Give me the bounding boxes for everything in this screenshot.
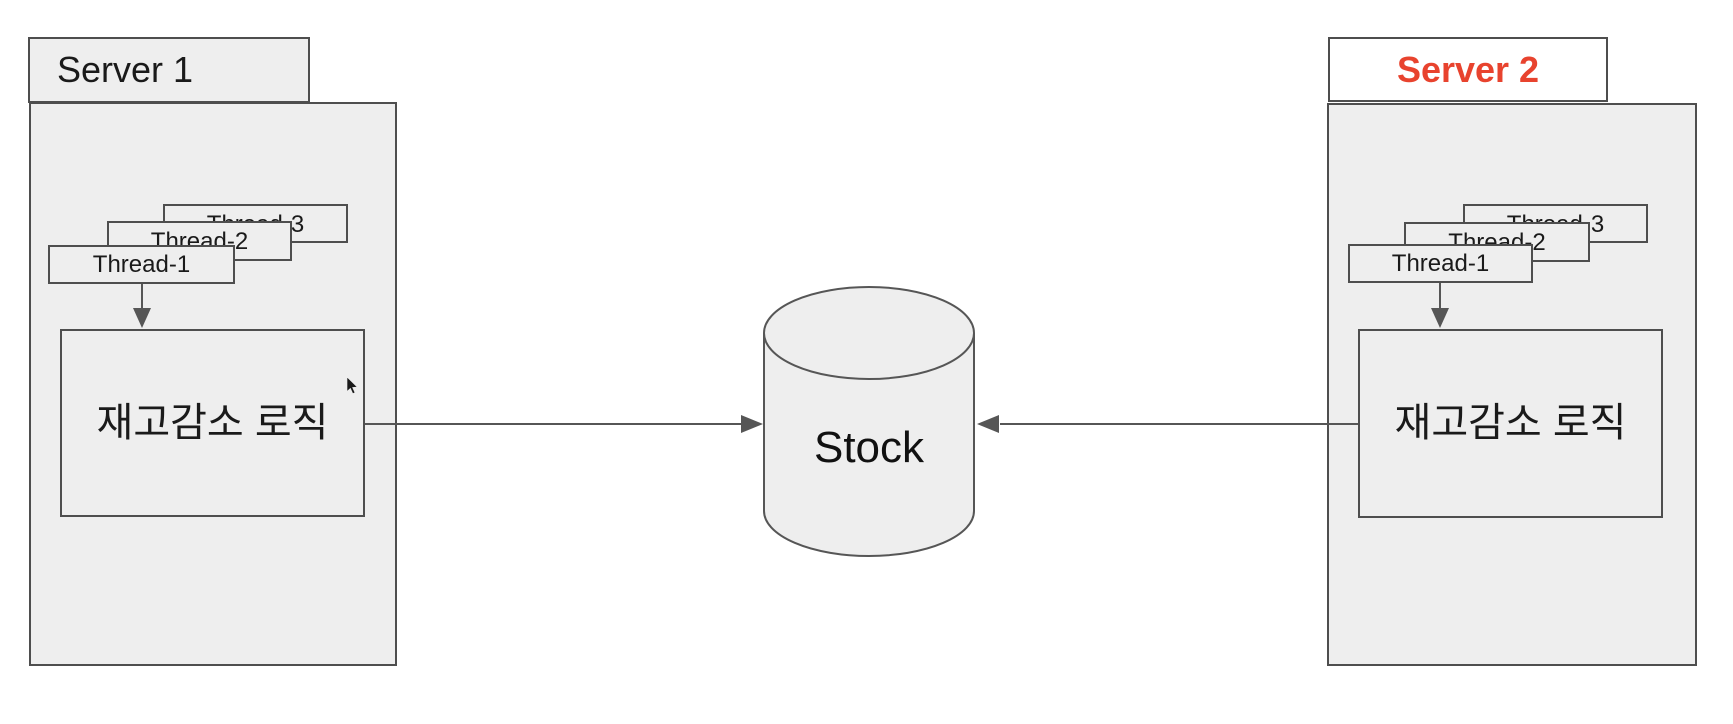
server1-logic-label: 재고감소 로직 [96, 401, 329, 445]
server2-title: Server 2 [1328, 37, 1608, 102]
server1-logic-to-stock-arrow-icon [365, 415, 763, 433]
server1-thread1-label: Thread-1 [92, 251, 191, 278]
server1-title: Server 1 [28, 37, 310, 103]
server2-title-label: Server 2 [1396, 49, 1540, 90]
server2-logic-label: 재고감소 로직 [1394, 401, 1627, 445]
server1-thread1-box: Thread-1 [48, 245, 235, 284]
server1-title-label: Server 1 [57, 49, 194, 90]
server1-stock-decrease-logic-box: 재고감소 로직 [60, 329, 365, 517]
stock-database-label: Stock [813, 423, 925, 472]
server2-thread1-label: Thread-1 [1391, 250, 1490, 277]
server2-logic-to-stock-arrow-icon [977, 415, 1358, 433]
server2-stock-decrease-logic-box: 재고감소 로직 [1358, 329, 1663, 518]
database-cylinder-icon [763, 286, 975, 557]
server2-thread1-box: Thread-1 [1348, 244, 1533, 283]
